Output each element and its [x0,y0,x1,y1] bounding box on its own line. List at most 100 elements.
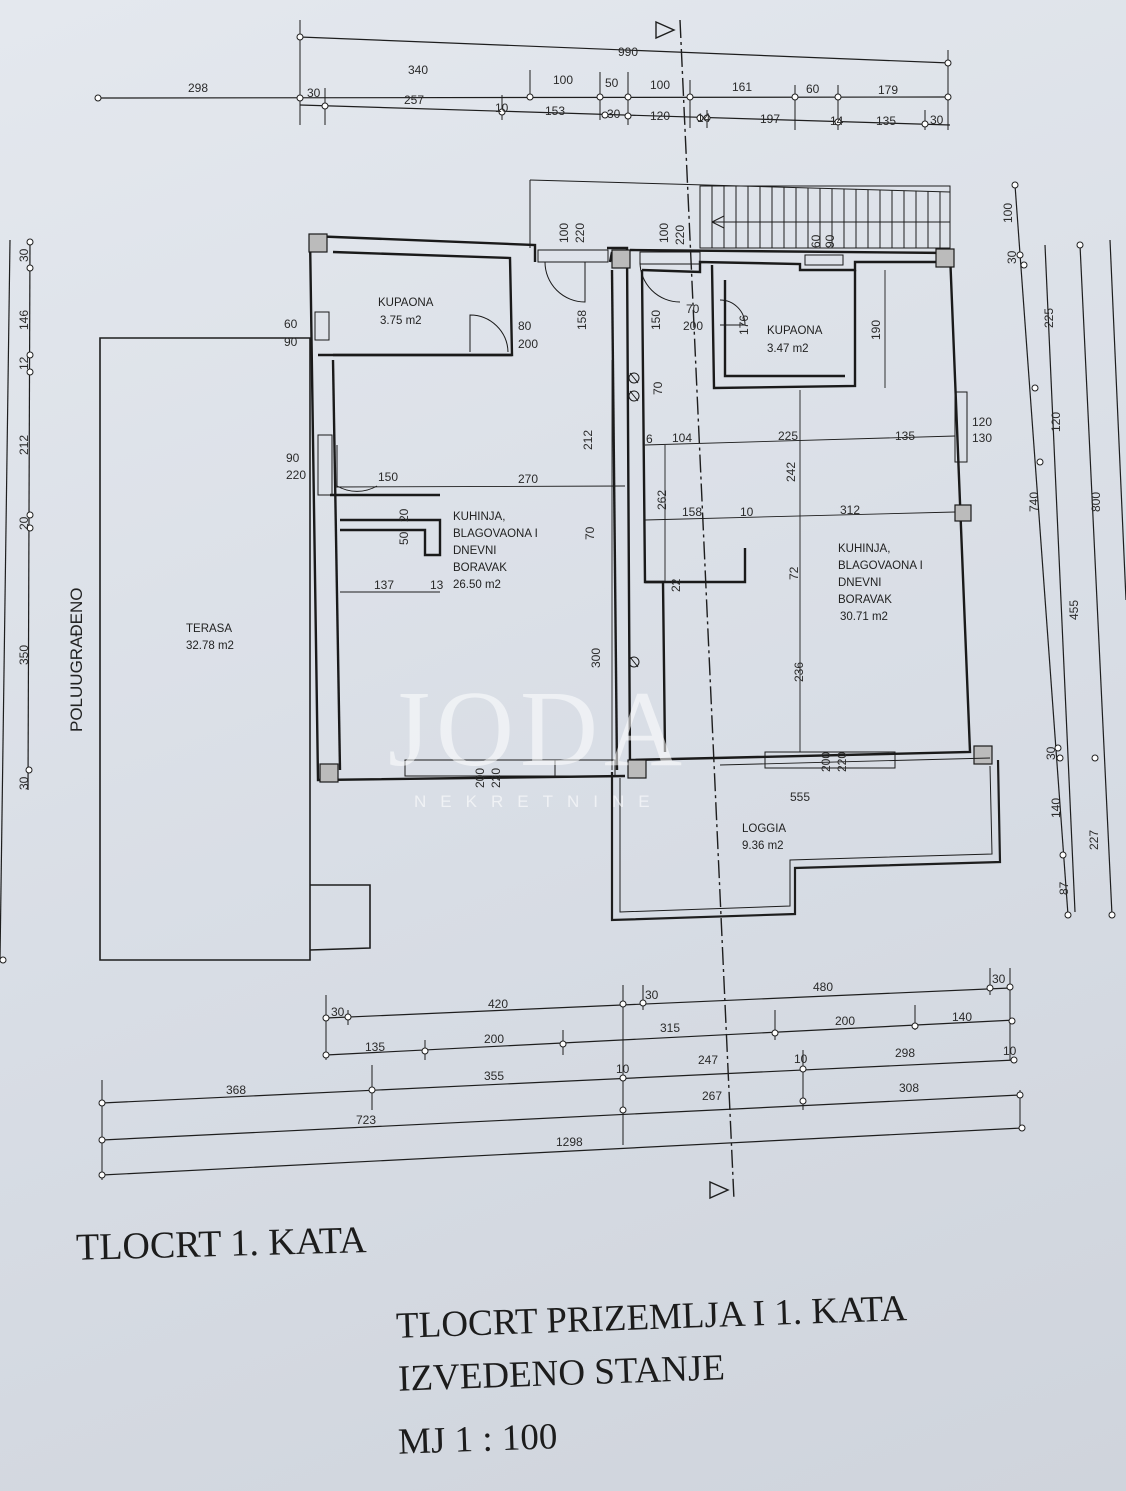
dim-label: 30 [331,1005,345,1019]
dim-label: 220 [286,468,306,482]
dim-label: 30 [645,988,659,1002]
room-area-kitchen-right: 30.71 m2 [840,611,888,623]
dim-label: 158 [575,310,589,330]
room-name-terrace: TERASA [186,623,232,635]
room-name-kitchen-right-1: KUHINJA, [838,543,890,555]
dim-label: 30 [17,776,31,790]
dim-label: 13 [430,578,444,592]
dim-label: 135 [876,114,896,128]
room-name-kitchen-left-4: BORAVAK [453,562,507,574]
dim-label: 315 [660,1021,680,1035]
dim-label: 100 [553,73,573,87]
dim-label: 120 [650,109,670,123]
dim-label: 60 [806,82,820,96]
walls [308,234,972,782]
dim-label: 137 [374,578,394,592]
dim-label: 455 [1067,600,1081,620]
dim-bottom-total: 1298 [556,1135,583,1149]
dim-label: 10 [616,1062,630,1076]
dim-label: 14 [830,114,844,128]
dim-label: 10 [495,101,509,115]
dim-label: 140 [1049,798,1063,818]
dim-label: 200 [683,319,703,333]
dim-label: 176 [737,315,751,335]
room-name-kitchen-right-4: BORAVAK [838,594,892,606]
dim-label: 220 [835,752,849,772]
dim-label: 135 [895,429,915,443]
dim-label: 30 [307,86,321,100]
dim-label: 212 [17,435,31,455]
dim-label: 87 [1057,881,1071,895]
dim-label: 190 [869,320,883,340]
dim-label: 140 [952,1010,972,1024]
dim-label: 225 [778,429,798,443]
dim-label: 227 [1087,830,1101,850]
room-name-kitchen-left-1: KUHINJA, [453,511,505,523]
dim-label: 30 [1044,746,1058,760]
watermark-subtitle: NEKRETNINE [414,792,664,811]
dim-label: 200 [835,1014,855,1028]
dim-label: 30 [1005,250,1019,264]
dim-label: 100 [557,223,571,243]
dim-label: 153 [545,104,565,118]
dim-label: 267 [702,1089,722,1103]
dim-top-total: 990 [618,45,638,59]
dim-label: 135 [365,1040,385,1054]
dim-label: 150 [649,310,663,330]
watermark-logo: JODA [388,670,689,789]
dim-label: 368 [226,1083,246,1097]
room-name-kitchen-left-3: DNEVNI [453,545,496,557]
dim-label: 6 [646,432,653,446]
scale-label: MJ 1 : 100 [397,1416,558,1463]
dim-label: 555 [790,790,810,804]
window-top-left [537,249,609,263]
dim-label: 70 [651,381,665,395]
dim-label: 70 [686,302,700,316]
room-area-loggia: 9.36 m2 [742,840,784,852]
dim-label: 298 [895,1046,915,1060]
room-name-kitchen-right-2: BLAGOVAONA I [838,560,923,572]
side-label-semi-detached: POLUUGRAĐENO [67,587,86,732]
dim-label: 270 [518,472,538,486]
dim-label: 220 [489,768,503,788]
room-name-kitchen-left-2: BLAGOVAONA I [453,528,538,540]
dim-label: 120 [972,415,992,429]
dim-label: 220 [673,225,687,245]
dim-label: 80 [518,319,532,333]
dim-label: 247 [698,1053,718,1067]
room-area-bathroom-right: 3.47 m2 [767,343,809,355]
dim-label: 90 [286,451,300,465]
dim-label: 197 [760,112,780,126]
room-name-loggia: LOGGIA [742,823,786,835]
dim-label: 312 [840,503,860,517]
dim-label: 50 [605,76,619,90]
dim-label: 72 [787,566,801,580]
dim-label: 104 [672,431,692,445]
dim-label: 60 [809,234,823,248]
dim-label: 30 [17,248,31,262]
dim-label: 30 [930,113,944,127]
dim-label: 480 [813,980,833,994]
room-area-terrace: 32.78 m2 [186,640,234,652]
dim-label: 30 [992,972,1006,986]
dim-label: 242 [784,462,798,482]
dim-label: 22 [669,578,683,592]
dim-label: 10 [740,505,754,519]
dim-label: 225 [1042,308,1056,328]
dim-label: 10 [1003,1044,1017,1058]
staircase [529,179,951,249]
dim-label: 90 [284,335,298,349]
room-area-kitchen-left: 26.50 m2 [453,579,501,591]
dim-label: 723 [356,1113,376,1127]
columns [308,233,993,783]
dim-label: 262 [655,490,669,510]
dim-label: 14 [697,111,711,125]
terrace-outline [99,337,311,961]
dim-label: 90 [823,234,837,248]
room-name-bathroom-left: KUPAONA [378,297,434,309]
dim-label: 420 [488,997,508,1011]
dim-label: 308 [899,1081,919,1095]
dim-label: 740 [1027,492,1041,512]
dim-label: 100 [657,223,671,243]
